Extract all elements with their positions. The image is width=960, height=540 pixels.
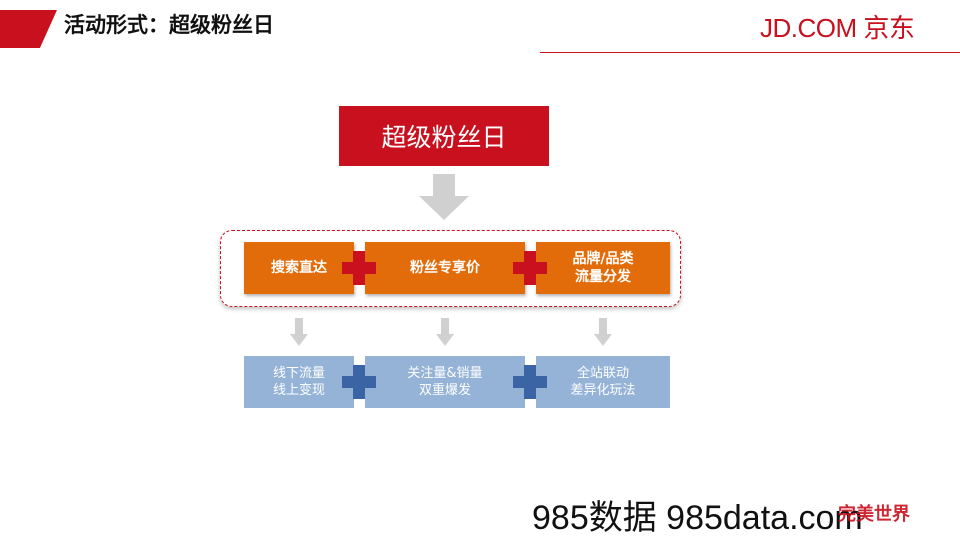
watermark-text: 985数据 985data.com bbox=[532, 499, 863, 537]
result-label: 全站联动 差异化玩法 bbox=[570, 366, 636, 398]
jd-logo: JD.COM 京东 bbox=[760, 13, 915, 43]
result-box-offline: 线下流量 线上变现 bbox=[244, 356, 354, 408]
header-accent-bar bbox=[0, 10, 57, 48]
header-divider bbox=[540, 52, 960, 53]
feature-label: 粉丝专享价 bbox=[410, 260, 480, 276]
plus-icon bbox=[513, 251, 547, 285]
main-topic-box: 超级粉丝日 bbox=[339, 106, 549, 166]
feature-box-fan-price: 粉丝专享价 bbox=[365, 242, 525, 294]
page-title: 活动形式：超级粉丝日 bbox=[64, 13, 274, 37]
plus-icon bbox=[513, 365, 547, 399]
plus-icon bbox=[342, 251, 376, 285]
down-arrow-icon bbox=[290, 318, 308, 346]
down-arrow-icon bbox=[594, 318, 612, 346]
result-label: 关注量&销量 双重爆发 bbox=[407, 366, 483, 398]
feature-label: 品牌/品类 流量分发 bbox=[572, 251, 634, 285]
result-label: 线下流量 线上变现 bbox=[272, 366, 325, 398]
down-arrow-icon bbox=[436, 318, 454, 346]
plus-icon bbox=[342, 365, 376, 399]
result-box-followers: 关注量&销量 双重爆发 bbox=[365, 356, 525, 408]
feature-label: 搜索直达 bbox=[271, 260, 327, 276]
watermark-logo: 完美世界 bbox=[838, 504, 910, 525]
feature-box-traffic: 品牌/品类 流量分发 bbox=[536, 242, 670, 294]
features-group-frame bbox=[220, 230, 681, 307]
down-arrow-icon bbox=[419, 174, 469, 220]
result-box-sitewide: 全站联动 差异化玩法 bbox=[536, 356, 670, 408]
feature-box-search: 搜索直达 bbox=[244, 242, 354, 294]
